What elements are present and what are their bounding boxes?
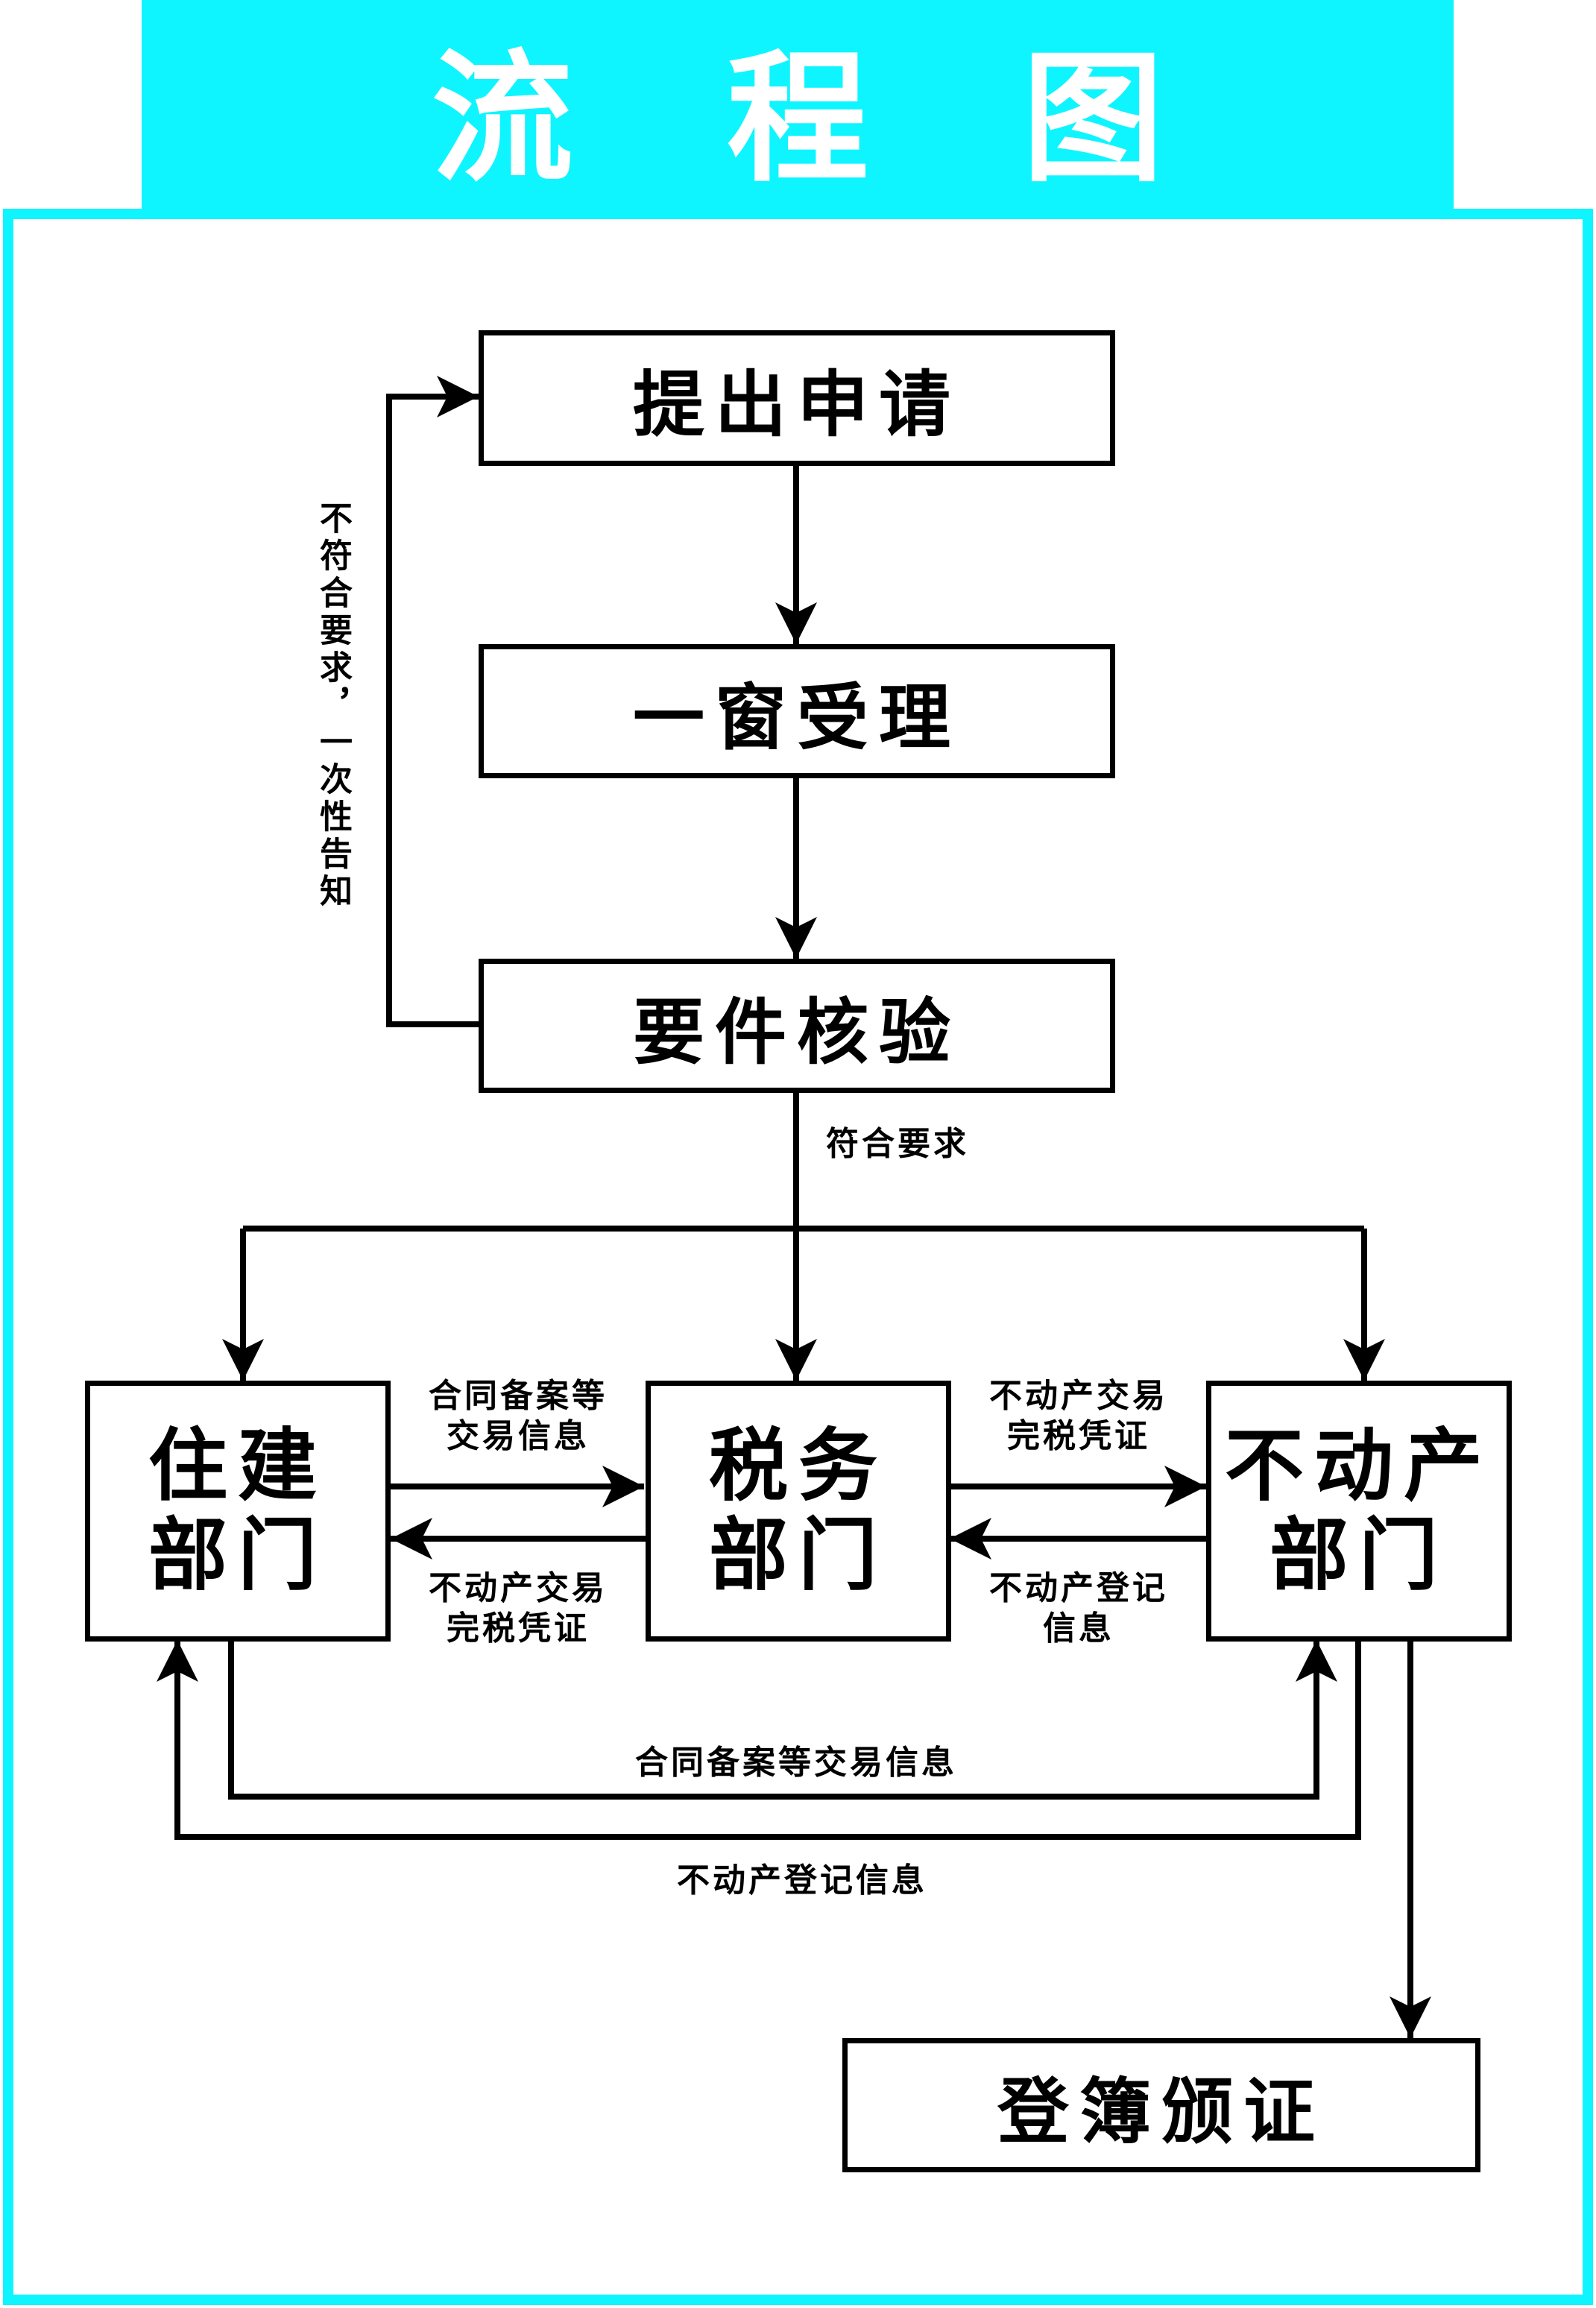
dept-tax: 税务 部门 [646,1381,951,1642]
step-accept: 一窗受理 [479,644,1115,778]
label-realestate-to-tax: 不动产登记 信息 [978,1568,1179,1649]
label-meets: 符合要求 [826,1125,969,1163]
label-realestate-to-tax-line2: 信息 [1043,1609,1114,1648]
label-tax-to-housing-line1: 不动产交易 [429,1569,608,1607]
dept-tax-line1: 税务 [709,1420,888,1512]
dept-realestate-line2: 部门 [1269,1510,1448,1601]
label-tax-to-realestate: 不动产交易 完税凭证 [978,1376,1179,1457]
label-housing-to-tax-line1: 合同备案等 [429,1377,608,1415]
header-band [142,0,1454,212]
label-tax-to-realestate-line1: 不动产交易 [989,1377,1168,1415]
step-issue: 登簿颁证 [842,2038,1480,2172]
label-housing-to-tax: 合同备案等 交易信息 [417,1376,619,1457]
page-title: 流 程 图 [431,37,1217,201]
label-housing-to-realestate: 合同备案等交易信息 [635,1744,957,1782]
dept-housing-line1: 住建 [148,1420,327,1512]
outer-frame [3,209,1593,2305]
step-apply: 提出申请 [479,330,1115,466]
label-housing-to-tax-line2: 交易信息 [447,1417,590,1455]
arrow-realestate-to-housing [157,1639,1361,1840]
label-realestate-to-tax-line1: 不动产登记 [989,1569,1168,1607]
dept-housing: 住建 部门 [85,1381,391,1642]
label-realestate-to-housing: 不动产登记信息 [677,1861,927,1899]
dept-realestate-line1: 不动产 [1225,1420,1493,1512]
step-verify: 要件核验 [479,959,1115,1093]
dept-tax-line2: 部门 [709,1510,888,1601]
arrow-reject-loop [386,376,479,1027]
label-reject: 不符合要求，一次性告知 [314,501,352,911]
dept-housing-line2: 部门 [148,1510,327,1601]
label-tax-to-realestate-line2: 完税凭证 [1007,1417,1150,1455]
label-tax-to-housing-line2: 完税凭证 [447,1609,590,1648]
dept-realestate: 不动产 部门 [1206,1381,1512,1642]
arrow-housing-to-realestate [228,1639,1337,1800]
label-tax-to-housing: 不动产交易 完税凭证 [417,1568,619,1649]
